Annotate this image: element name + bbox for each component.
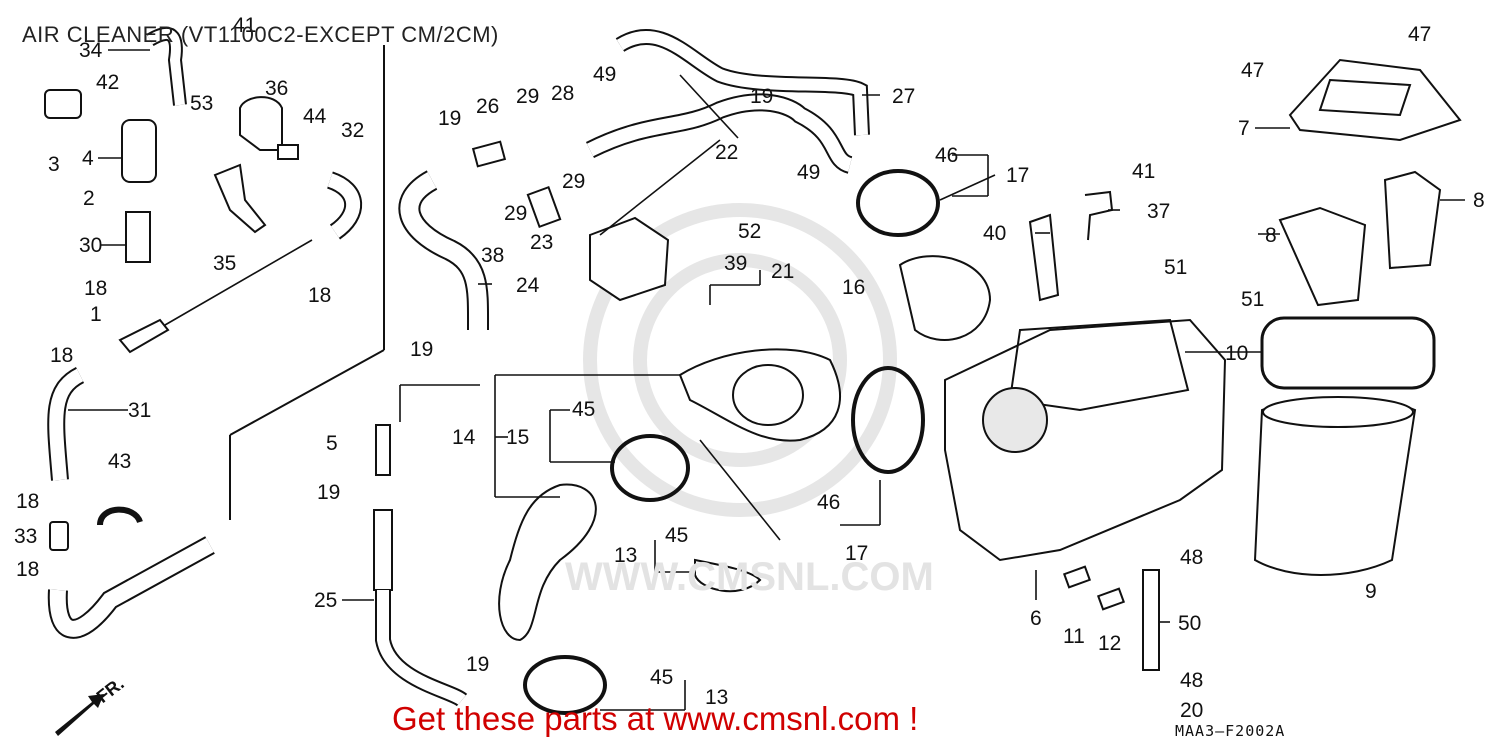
part-label: 34 [79,39,103,62]
part-label: 48 [1180,546,1203,569]
part-label: 27 [892,85,915,108]
part-label: 52 [738,220,761,243]
part-label: 46 [935,144,958,167]
part-label: 36 [265,77,288,100]
part-label: 17 [845,542,868,565]
part-label: 53 [190,92,213,115]
part-label: 47 [1241,59,1264,82]
part-label: 39 [724,252,747,275]
part-label: 12 [1098,632,1121,655]
drawn-parts [44,27,1462,715]
part-label: 6 [1030,607,1042,630]
part-label: 8 [1265,224,1277,247]
part-label: 51 [1241,288,1264,311]
part-label: 40 [983,222,1006,245]
footer-link-text[interactable]: Get these parts at www.cmsnl.com ! [392,700,919,737]
part-label: 7 [1238,117,1250,140]
part-label: 51 [1164,256,1187,279]
part-label: 16 [842,276,865,299]
part-label: 45 [572,398,595,421]
part-label: 22 [715,141,738,164]
part-label: 33 [14,525,37,548]
part-label: 15 [506,426,529,449]
part-label: 19 [410,338,433,361]
part-label: 11 [1063,625,1085,648]
part-label: 19 [438,107,461,130]
part-label: 42 [96,71,119,94]
part-label: 48 [1180,669,1203,692]
part-label: 3 [48,153,60,176]
part-label: 25 [314,589,337,612]
part-label: 21 [771,260,794,283]
diagram-title: AIR CLEANER (VT1100C2-EXCEPT CM/2CM) [22,22,499,47]
part-label: 2 [83,187,95,210]
part-label: 50 [1178,612,1201,635]
watermark-text: WWW.CMSNL.COM [565,555,934,599]
part-label: 8 [1473,189,1485,212]
part-label: 37 [1147,200,1170,223]
part-label: 20 [1180,699,1203,722]
part-label: 18 [50,344,73,367]
part-label: 38 [481,244,504,267]
part-label: 14 [452,426,476,449]
part-label: 49 [797,161,820,184]
part-label: 30 [79,234,102,257]
drawing-code: MAA3–F2002A [1175,722,1286,740]
part-label: 31 [128,399,151,422]
part-label: 43 [108,450,131,473]
part-label: 49 [593,63,616,86]
part-label: 28 [551,82,574,105]
part-label: 9 [1365,580,1377,603]
watermark-logo [583,203,897,517]
leader-lines [68,49,1465,711]
part-label: 46 [817,491,840,514]
part-label: 18 [16,490,39,513]
part-label: 18 [16,558,39,581]
part-label: 19 [466,653,489,676]
part-label: 29 [504,202,527,225]
part-label: 5 [326,432,338,455]
fr-direction-arrow [55,694,104,736]
part-label: 32 [341,119,364,142]
part-label: 41 [233,14,256,37]
part-label: 41 [1132,160,1155,183]
part-label: 35 [213,252,236,275]
part-label: 18 [308,284,331,307]
part-label: 1 [90,303,102,326]
part-label: 29 [516,85,539,108]
part-label: 19 [317,481,340,504]
part-label: 18 [84,277,107,300]
part-label: 29 [562,170,585,193]
part-label: 26 [476,95,499,118]
part-label: 13 [705,686,728,709]
part-label: 23 [530,231,553,254]
part-label: 47 [1408,23,1431,46]
part-label: 4 [82,147,94,170]
part-label: 44 [303,105,327,128]
diagram-frame [229,45,385,520]
part-label: 45 [650,666,673,689]
part-label: 45 [665,524,688,547]
part-label: 24 [516,274,540,297]
part-label: 17 [1006,164,1029,187]
part-label: 13 [614,544,637,567]
part-label: 10 [1225,342,1248,365]
part-number-labels: 1 2 3 4 5 6 7 8 8 9 10 11 12 13 13 14 15… [14,14,1485,722]
part-label: 19 [750,85,773,108]
